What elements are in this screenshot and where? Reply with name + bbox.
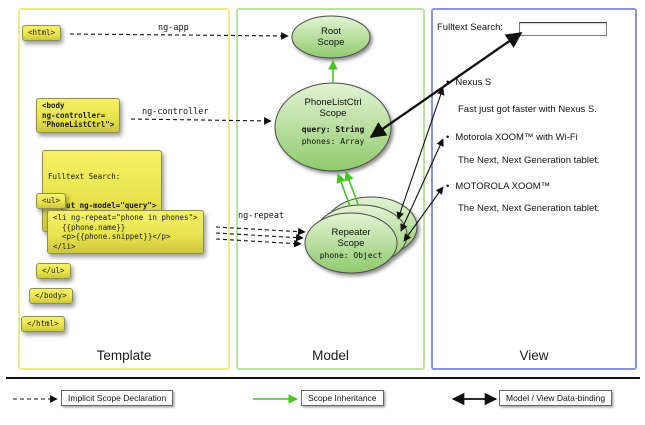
template-column-label: Template [96, 348, 152, 363]
bullet-icon: • [446, 132, 450, 143]
fulltext-search-input [519, 22, 607, 36]
phonelistctrl-query-prop: query: String [301, 125, 365, 134]
ng-app-label: ng-app [158, 23, 189, 33]
view-item-1-name: • Nexus S [446, 77, 491, 88]
view-column-label: View [519, 348, 549, 363]
phone-name: Motorola XOOM™ with Wi-Fi [455, 132, 578, 143]
code-html-close: </html> [21, 316, 65, 332]
bullet-icon: • [446, 181, 450, 192]
code-fulltext-label: Fulltext Search: [48, 172, 121, 181]
ng-repeat-label: ng-repeat [238, 211, 285, 221]
legend-scope-inheritance: Scope Inheritance [301, 390, 384, 406]
root-scope-label: Root Scope [317, 26, 345, 48]
view-item-1-snippet: Fast just got faster with Nexus S. [458, 104, 597, 115]
bullet-icon: • [446, 77, 450, 88]
code-html-open: <html> [22, 25, 62, 41]
ng-controller-label: ng-controller [142, 107, 209, 117]
phonelistctrl-scope-label: PhoneListCtrl Scope [304, 97, 362, 119]
code-ul-close: </ul> [36, 263, 71, 279]
code-body-open: <body ng-controller= "PhoneListCtrl"> [36, 98, 121, 133]
model-column: Model [236, 8, 425, 370]
legend-implicit-scope: Implicit Scope Declaration [61, 390, 174, 406]
code-ul-open: <ul> [36, 193, 67, 209]
phonelistctrl-phones-prop: phones: Array [301, 137, 365, 146]
phone-name: Nexus S [455, 77, 492, 88]
view-fulltext-label: Fulltext Search: [437, 22, 503, 33]
view-item-2-name: • Motorola XOOM™ with Wi-Fi [446, 132, 578, 143]
legend-data-binding: Model / View Data-binding [499, 390, 613, 406]
phone-name: MOTOROLA XOOM™ [455, 181, 551, 192]
view-item-3-name: • MOTOROLA XOOM™ [446, 181, 550, 192]
model-column-label: Model [312, 348, 349, 363]
code-li-repeat: <li ng-repeat="phone in phones"> {{phone… [47, 210, 204, 254]
repeater-phone-prop: phone: Object [319, 251, 383, 260]
repeater-scope-label: Repeater Scope [331, 227, 371, 249]
view-item-2-snippet: The Next, Next Generation tablet. [458, 155, 600, 166]
code-body-close: </body> [29, 288, 73, 304]
view-item-3-snippet: The Next, Next Generation tablet. [458, 203, 600, 214]
